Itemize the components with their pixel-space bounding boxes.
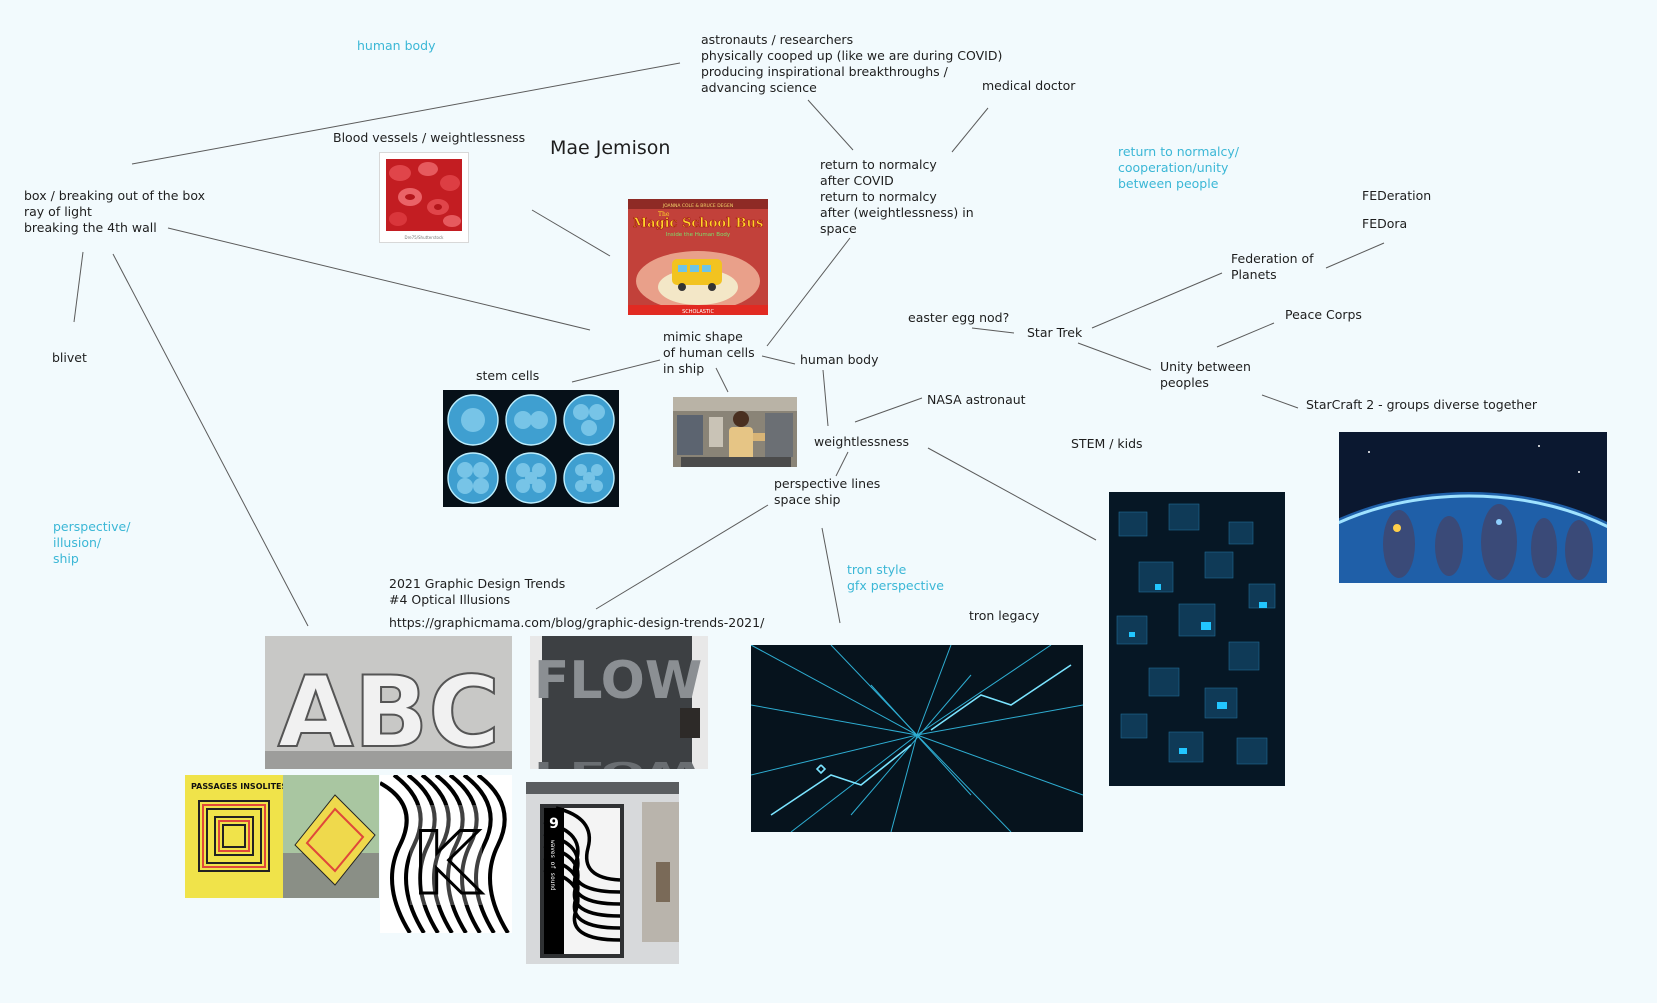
tron-blocks-image[interactable] — [1109, 492, 1285, 786]
note-tron-legacy[interactable]: tron legacy — [969, 608, 1040, 623]
connector — [595, 504, 769, 610]
note-return-normalcy[interactable]: return to normalcy after COVID return to… — [820, 157, 974, 236]
note-blood-vessels[interactable]: Blood vessels / weightlessness — [333, 130, 526, 145]
starcraft-art — [1339, 432, 1607, 583]
tron-blocks-art — [1109, 492, 1285, 786]
note-nasa[interactable]: NASA astronaut — [927, 392, 1026, 407]
tron-tunnel-image[interactable] — [751, 645, 1083, 832]
note-trends[interactable]: 2021 Graphic Design Trends #4 Optical Il… — [389, 576, 566, 607]
connector — [766, 237, 851, 347]
flow-illusion-art: FLOW FLOW — [530, 636, 708, 769]
k-illusion-art: K — [380, 775, 512, 933]
connector — [112, 253, 309, 627]
note-weightlessness[interactable]: weightlessness — [814, 434, 909, 449]
connector — [167, 227, 591, 331]
abc-letters: ABC — [278, 656, 500, 769]
nasa-astronaut-image[interactable] — [673, 397, 797, 467]
note-easter-egg[interactable]: easter egg nod? — [908, 310, 1010, 325]
connector — [1325, 242, 1385, 269]
passages-text: PASSAGES INSOLITES — [191, 782, 287, 791]
note-federation-word[interactable]: FEDeration — [1362, 188, 1432, 203]
note-fedora[interactable]: FEDora — [1362, 216, 1408, 231]
connector — [951, 107, 989, 153]
note-perspective-lines[interactable]: perspective lines space ship — [774, 476, 881, 507]
connector — [835, 451, 849, 477]
book-publisher: SCHOLASTIC — [682, 309, 714, 315]
k-letter: K — [413, 814, 483, 914]
note-human-body-top[interactable]: human body — [357, 38, 436, 53]
note-stem-kids[interactable]: STEM / kids — [1071, 436, 1143, 451]
note-federation[interactable]: Federation of Planets — [1231, 251, 1314, 282]
connector — [73, 251, 84, 323]
note-tron-style[interactable]: tron style gfx perspective — [847, 562, 944, 593]
abc-illusion-image[interactable]: ABC — [265, 636, 512, 769]
blood-cells-image[interactable]: Dre75/Shutterstock — [380, 153, 468, 242]
blood-cells-art: Dre75/Shutterstock — [386, 159, 462, 240]
book-title-line1: The — [658, 211, 670, 218]
astronaut-photo-art — [673, 397, 797, 467]
note-url[interactable]: https://graphicmama.com/blog/graphic-des… — [389, 615, 765, 630]
poster-number: 9 — [549, 816, 559, 832]
note-blivet[interactable]: blivet — [52, 350, 87, 365]
bus-stop-art: 9 waves of sound — [526, 782, 679, 964]
poster-text: waves of sound — [549, 840, 556, 891]
connector — [822, 369, 829, 427]
k-illusion-image[interactable]: K — [380, 775, 512, 933]
note-starcraft[interactable]: StarCraft 2 - groups diverse together — [1306, 397, 1538, 412]
svg-text:FLOW: FLOW — [534, 756, 702, 769]
flow-text: FLOW — [534, 651, 702, 711]
book-cover-art: JOANNA COLE & BRUCE DEGEN The Magic Scho… — [628, 199, 768, 315]
magic-school-bus-image[interactable]: JOANNA COLE & BRUCE DEGEN The Magic Scho… — [628, 199, 768, 315]
blood-caption: Dre75/Shutterstock — [404, 235, 444, 240]
tron-tunnel-art — [751, 645, 1083, 832]
note-peace-corps[interactable]: Peace Corps — [1285, 307, 1362, 322]
note-medical-doctor[interactable]: medical doctor — [982, 78, 1076, 93]
connector — [807, 99, 854, 151]
flow-illusion-image[interactable]: FLOW FLOW — [530, 636, 708, 769]
board-title[interactable]: Mae Jemison — [550, 137, 671, 159]
note-perspective-illusion[interactable]: perspective/ illusion/ ship — [53, 519, 131, 566]
connector — [971, 327, 1015, 334]
connector — [1091, 272, 1223, 329]
book-subtitle: Inside the Human Body — [666, 232, 731, 238]
connector — [571, 359, 661, 383]
note-return-unity[interactable]: return to normalcy/ cooperation/unity be… — [1118, 144, 1239, 191]
note-stem-cells[interactable]: stem cells — [476, 368, 540, 383]
note-unity[interactable]: Unity between peoples — [1160, 359, 1251, 390]
passages-insolites-image[interactable]: PASSAGES INSOLITES — [185, 775, 379, 898]
note-star-trek[interactable]: Star Trek — [1027, 325, 1083, 340]
connector — [1216, 322, 1275, 348]
stem-cells-image[interactable] — [443, 390, 619, 507]
starcraft-image[interactable] — [1339, 432, 1607, 583]
note-mimic[interactable]: mimic shape of human cells in ship — [663, 329, 755, 376]
connector — [531, 209, 611, 257]
note-human-body[interactable]: human body — [800, 352, 879, 367]
abc-illusion-art: ABC — [265, 636, 512, 769]
bus-stop-poster-image[interactable]: 9 waves of sound — [526, 782, 679, 964]
passages-art: PASSAGES INSOLITES — [185, 775, 379, 898]
stem-cells-art — [443, 390, 619, 507]
connector — [1077, 342, 1152, 371]
connector — [1261, 394, 1299, 409]
connector — [854, 397, 923, 423]
connector — [821, 527, 841, 624]
connector — [927, 447, 1097, 541]
connector — [761, 355, 796, 365]
book-title-line2: Magic School Bus — [633, 216, 764, 231]
book-author: JOANNA COLE & BRUCE DEGEN — [662, 203, 733, 209]
note-astronauts[interactable]: astronauts / researchers physically coop… — [701, 32, 1003, 95]
note-box[interactable]: box / breaking out of the box ray of lig… — [24, 188, 205, 235]
